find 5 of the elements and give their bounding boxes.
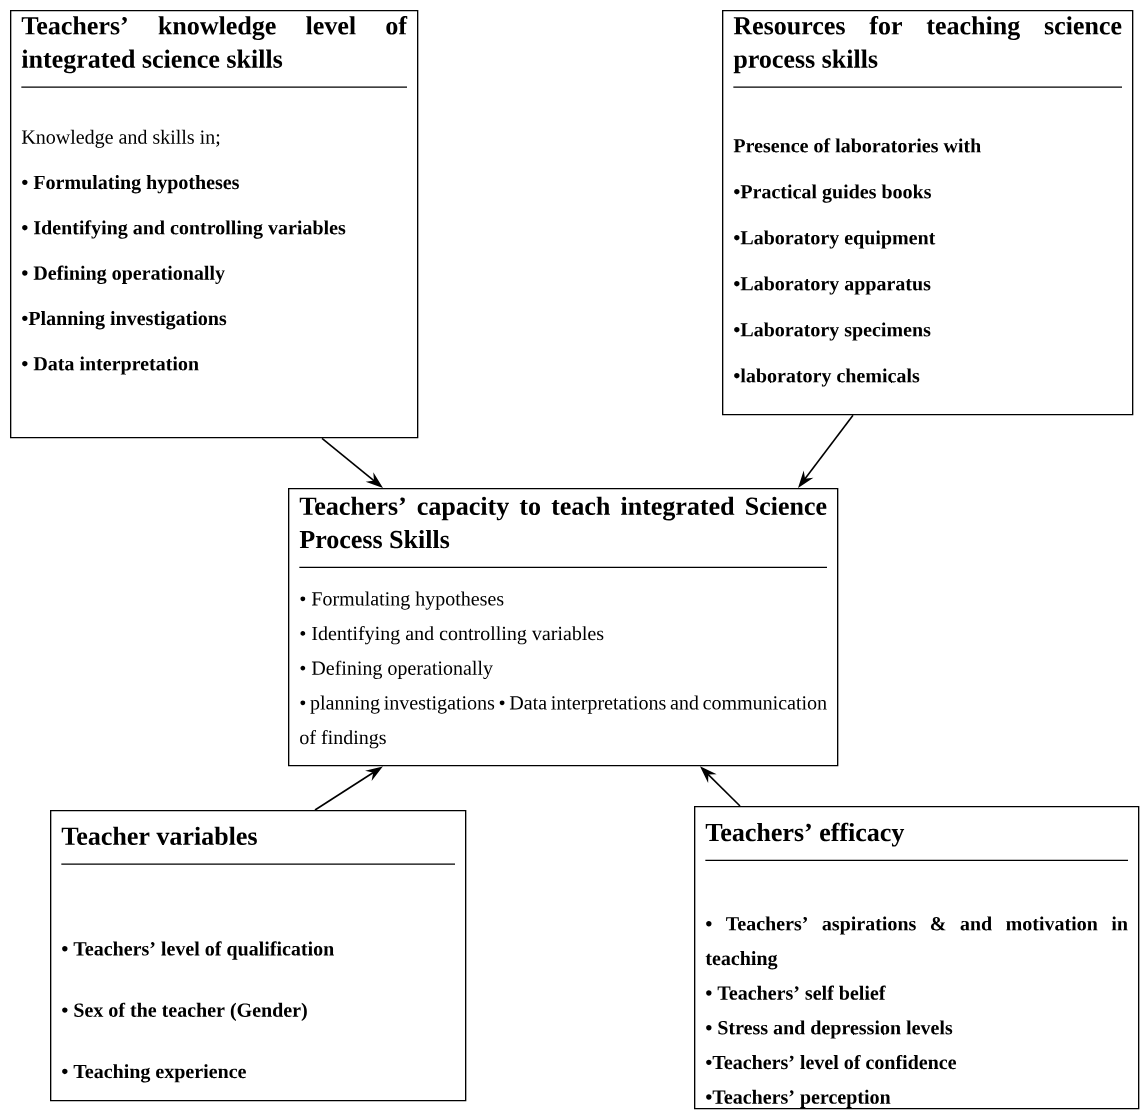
- text-box: Teachers’ knowledge level of integrated science skills Knowledge and skills in; • Formulating hypotheses • Identifying and controlling variables • Defining operationally •Planning investigations • Data interpretation: [10, 10, 419, 439]
- text-box: Teachers’ capacity to teach integrated Science Process Skills • Formulating hypotheses • Identifying and controlling variables • Defining operationally • planning investigations • Data interpretations and communication of findings: [288, 488, 839, 767]
- text-box: Teachers’ efficacy • Teachers’ aspirations & and motivation in teaching • Teachers’ self belief • Stress and depression levels •Teachers’ level of confidence •Teachers’ perception: [694, 806, 1140, 1110]
- text-box: Resources for teaching science process skills Presence of laboratories with •Practical guides books •Laboratory equipment •Laboratory apparatus •Laboratory specimens •laboratory chemicals: [722, 10, 1134, 416]
- text-box: Teacher variables • Teachers’ level of qualification • Sex of the teacher (Gender) • Teaching experience: [50, 810, 467, 1102]
